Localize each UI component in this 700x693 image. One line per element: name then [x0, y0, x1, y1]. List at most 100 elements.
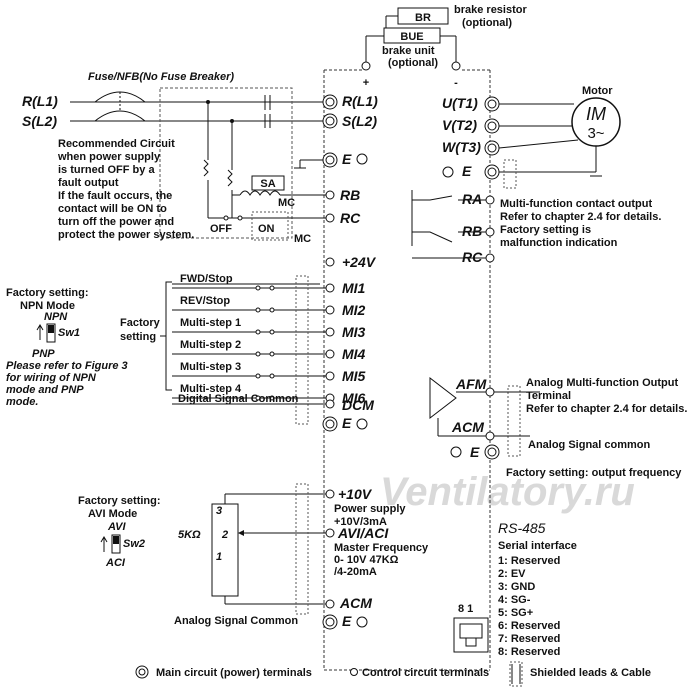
s-input-label: S(L2): [22, 113, 57, 129]
npn-note-line: for wiring of NPN: [6, 372, 97, 384]
recommended-line: contact will be ON to: [58, 203, 167, 215]
acm-in-label: ACM: [339, 595, 372, 611]
rs485-pin: 4: SG-: [498, 594, 531, 606]
mi-terminal: [325, 305, 335, 315]
mi-term-label: MI2: [342, 302, 366, 318]
digital-inputs: +24V Factory setting FWD/Stop MI1 REV/St…: [120, 254, 377, 432]
mi-label: Multi-step 4: [180, 383, 242, 395]
recommended-circuit-box: [159, 87, 293, 239]
mi-terminal: [325, 283, 335, 293]
dcm-terminal: [325, 399, 335, 409]
npn-option: NPN: [44, 311, 68, 323]
avi-title-2: AVI Mode: [88, 508, 137, 520]
factory-bracket: [160, 281, 172, 391]
afm-factory-setting: Factory setting: output frequency: [506, 467, 682, 479]
pin2-label: 2: [221, 529, 228, 541]
recommended-line: If the fault occurs, the: [58, 190, 172, 202]
afm-label: AFM: [455, 376, 487, 392]
rs485-pin-range: 8 1: [458, 603, 473, 615]
recommended-text: Recommended Circuit when power supply is…: [57, 138, 194, 241]
digital-factory-setting: Factory: [120, 317, 161, 329]
e-avi-label: E: [342, 613, 352, 629]
mi-label: FWD/Stop: [180, 273, 233, 285]
rs485-section: RS-485 Serial interface 1: Reserved 2: E…: [453, 520, 577, 658]
legend-control-label: Control circuit terminals: [362, 667, 489, 679]
mc-label-2: MC: [294, 233, 311, 245]
potentiometer-symbol: [211, 503, 239, 597]
dc-plus-terminal: [361, 61, 371, 71]
u-label: U(T1): [442, 95, 478, 111]
master-freq-line: 0- 10V 47KΩ: [334, 554, 399, 566]
v-label: V(T2): [442, 117, 477, 133]
mf-desc-line: Refer to chapter 2.4 for details.: [500, 211, 661, 223]
avi-selector: Factory setting: AVI Mode AVI Sw2 ACI: [78, 495, 161, 569]
rc-mf-label: RC: [462, 249, 483, 265]
motor-section: Motor IM 3~ U(T1) V(T2) W(T3) E: [442, 85, 621, 189]
v10-terminal: [325, 489, 335, 499]
recommended-line: turn off the power and: [58, 216, 174, 228]
mi-label: REV/Stop: [180, 295, 230, 307]
sa-box: [251, 175, 285, 191]
power-supply-line: +10V/3mA: [334, 516, 387, 528]
rs485-pin: 7: Reserved: [498, 633, 560, 645]
sa-label: SA: [260, 178, 275, 190]
motor-title: Motor: [582, 85, 613, 97]
rc-label: RC: [340, 210, 361, 226]
brake-resistor-code: BR: [415, 12, 431, 24]
mi-label: Multi-step 1: [180, 317, 241, 329]
relay-contact-symbol: [411, 190, 486, 259]
rs485-subtitle: Serial interface: [498, 540, 577, 552]
mi-label: Multi-step 3: [180, 361, 241, 373]
earth-label-top: E: [342, 151, 352, 167]
sw2-label: Sw2: [123, 538, 145, 550]
pin3-label: 3: [216, 505, 222, 517]
digital-factory-setting: setting: [120, 331, 156, 343]
legend-main-label: Main circuit (power) terminals: [156, 667, 312, 679]
rs485-pin: 3: GND: [498, 581, 535, 593]
rs485-pin: 2: EV: [498, 568, 526, 580]
dc-minus-label: -: [454, 77, 458, 89]
recommended-line: protect the power system.: [58, 229, 194, 241]
recommended-line: fault output: [58, 177, 119, 189]
mi-term-label: MI3: [342, 324, 366, 340]
digital-shield: [295, 275, 309, 425]
mc-coil-symbol: [239, 190, 281, 196]
legend: Main circuit (power) terminals Control c…: [135, 661, 651, 687]
mf-desc-line: Factory setting is: [500, 224, 591, 236]
mi-terminal: [325, 371, 335, 381]
shielded-legend-icon: [509, 661, 523, 687]
avi-shield: [295, 483, 309, 615]
rc-mf-terminal: [485, 253, 495, 263]
fault-relay: SA MC OFF ON MC RB RC: [208, 175, 361, 245]
analog-common-label: Analog Signal common: [528, 439, 651, 451]
master-freq-line: /4-20mA: [334, 566, 377, 578]
analog-common-label-in: Analog Signal Common: [174, 615, 298, 627]
fuse-label: Fuse/NFB(No Fuse Breaker): [88, 71, 234, 83]
pin1-label: 1: [216, 551, 222, 563]
npn-note-line: mode and PNP: [6, 384, 84, 396]
dc-minus-terminal: [451, 61, 461, 71]
e-digital-label: E: [342, 415, 352, 431]
brake-unit-optional: (optional): [388, 57, 438, 69]
avi-option: AVI: [107, 521, 126, 533]
v24-label: +24V: [342, 254, 377, 270]
mi-term-label: MI5: [342, 368, 366, 384]
npn-title-1: Factory setting:: [6, 287, 89, 299]
recommended-line: is turned OFF by a: [58, 164, 155, 176]
rb-label: RB: [340, 187, 360, 203]
mf-desc-line: Multi-function contact output: [500, 198, 652, 210]
brake-resistor-label: brake resistor: [454, 4, 527, 16]
aci-option: ACI: [105, 557, 126, 569]
earth-symbol-avi: [356, 616, 368, 628]
pnp-option: PNP: [32, 348, 55, 360]
earth-symbol-motor: [442, 166, 454, 178]
analog-output: AFM ACM Analog Multi-function Output Ter…: [429, 376, 687, 479]
off-label: OFF: [210, 223, 232, 235]
earth-symbol-top: [356, 153, 368, 165]
avi-term-label: AVI/ACI: [337, 525, 389, 541]
ra-label: RA: [462, 191, 482, 207]
mi-terminal: [325, 327, 335, 337]
v24-terminal: [325, 257, 335, 267]
afm-desc-line: Refer to chapter 2.4 for details.: [526, 403, 687, 415]
